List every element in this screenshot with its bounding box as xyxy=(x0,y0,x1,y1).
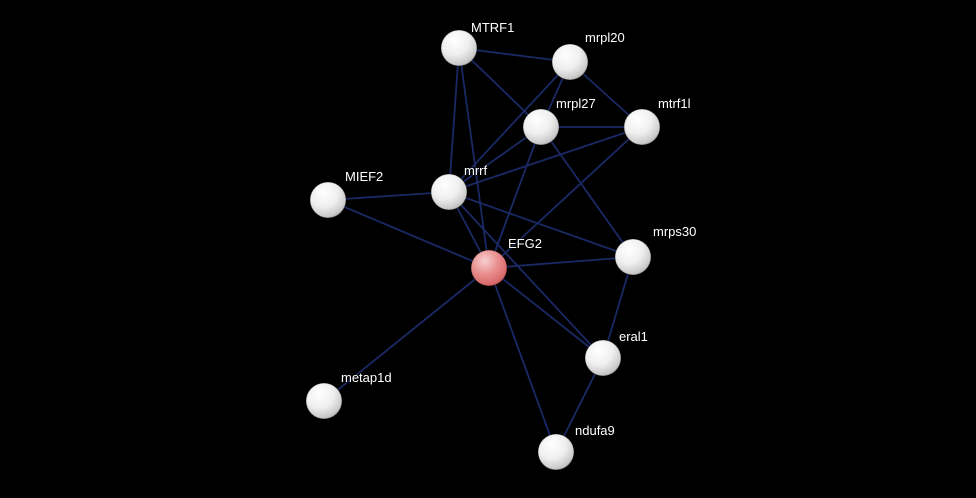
node-EFG2[interactable] xyxy=(470,249,508,287)
edge-mtrf1l-EFG2[interactable] xyxy=(488,126,643,269)
node-metap1d[interactable] xyxy=(305,382,343,420)
node-label-mtrf1l: mtrf1l xyxy=(658,96,691,111)
edge-EFG2-mrps30[interactable] xyxy=(488,256,634,269)
node-label-MTRF1: MTRF1 xyxy=(471,20,514,35)
node-label-mrps30: mrps30 xyxy=(653,224,696,239)
node-MIEF2[interactable] xyxy=(309,181,347,219)
node-eral1[interactable] xyxy=(584,339,622,377)
edge-EFG2-eral1[interactable] xyxy=(488,267,604,359)
node-label-MIEF2: MIEF2 xyxy=(345,169,383,184)
edge-MTRF1-EFG2[interactable] xyxy=(458,47,490,269)
node-mrrf[interactable] xyxy=(430,173,468,211)
edge-MTRF1-mrrf[interactable] xyxy=(448,47,460,193)
edge-MTRF1-mrpl20[interactable] xyxy=(458,47,571,63)
edge-mrpl20-mrrf[interactable] xyxy=(448,61,571,193)
node-mrps30[interactable] xyxy=(614,238,652,276)
node-mrpl20[interactable] xyxy=(551,43,589,81)
node-label-metap1d: metap1d xyxy=(341,370,392,385)
node-label-ndufa9: ndufa9 xyxy=(575,423,615,438)
edge-EFG2-metap1d[interactable] xyxy=(323,267,490,402)
node-mrpl27[interactable] xyxy=(522,108,560,146)
node-label-mrpl20: mrpl20 xyxy=(585,30,625,45)
node-label-eral1: eral1 xyxy=(619,329,648,344)
edge-mrrf-eral1[interactable] xyxy=(448,191,604,359)
edge-MTRF1-mrpl27[interactable] xyxy=(458,47,542,128)
edge-mrrf-mrps30[interactable] xyxy=(448,191,634,258)
node-ndufa9[interactable] xyxy=(537,433,575,471)
node-label-mrpl27: mrpl27 xyxy=(556,96,596,111)
node-layer xyxy=(305,29,661,471)
edge-mrpl27-mrps30[interactable] xyxy=(540,126,634,258)
edge-mrpl27-EFG2[interactable] xyxy=(488,126,542,269)
node-label-EFG2: EFG2 xyxy=(508,236,542,251)
edge-MIEF2-EFG2[interactable] xyxy=(327,199,490,269)
edge-EFG2-ndufa9[interactable] xyxy=(488,267,557,453)
node-mtrf1l[interactable] xyxy=(623,108,661,146)
edge-mrpl27-mrrf[interactable] xyxy=(448,126,542,193)
edge-mrrf-MIEF2[interactable] xyxy=(327,191,450,201)
edge-layer xyxy=(323,47,643,453)
edge-mtrf1l-mrrf[interactable] xyxy=(448,126,643,193)
node-MTRF1[interactable] xyxy=(440,29,478,67)
